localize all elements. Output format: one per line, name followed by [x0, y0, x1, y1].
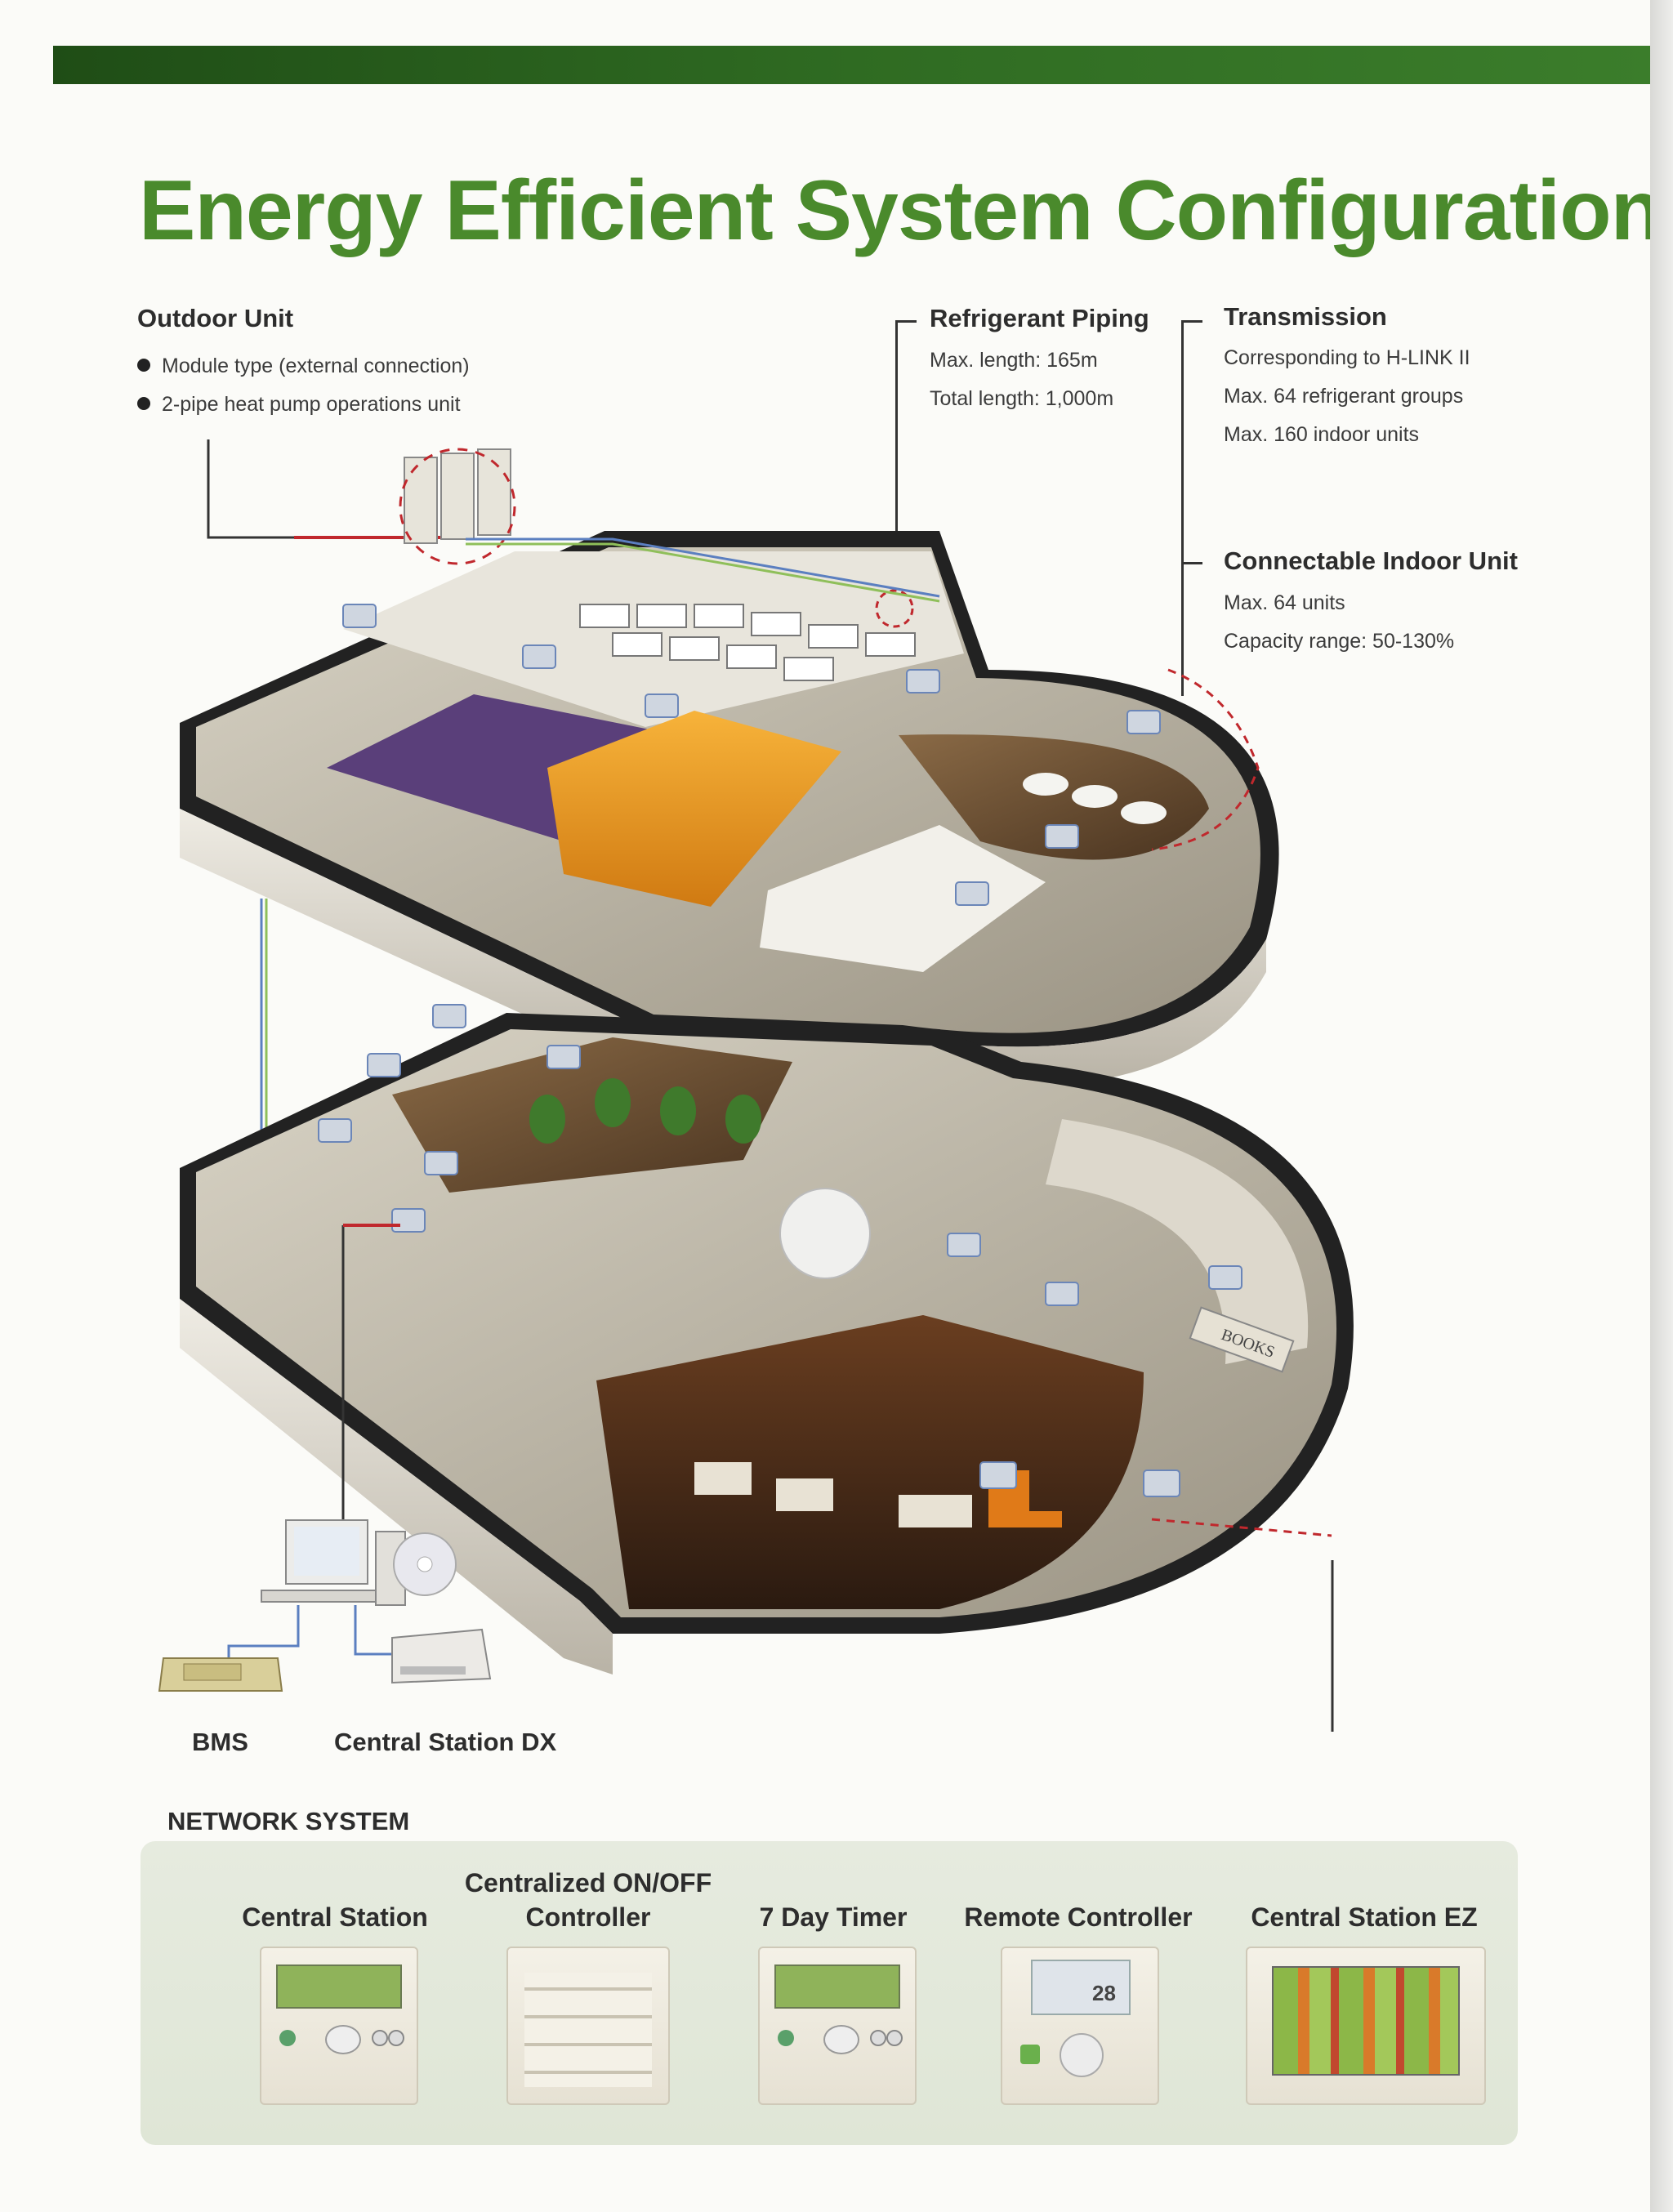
outdoor-unit-bullet-1: Module type (external connection)	[137, 355, 470, 378]
restaurant-floor	[392, 1037, 792, 1193]
retail-shop	[596, 1315, 1144, 1609]
lower-piping-marker	[1151, 1518, 1332, 1537]
shop-displays	[694, 1462, 972, 1527]
indoor-callout-tick	[1181, 562, 1202, 564]
restroom-area	[760, 825, 1046, 972]
indoor-unit-max: Max. 64 units	[1224, 591, 1345, 614]
office-desks	[579, 604, 916, 681]
transmission-line-1: Corresponding to H-LINK II	[1224, 346, 1470, 369]
bms-label: BMS	[192, 1728, 248, 1756]
refrigerant-max-length: Max. length: 165m	[930, 349, 1098, 372]
remote-display-value: 28	[1092, 1981, 1116, 2005]
on-off-controller-icon	[506, 1947, 670, 2105]
bms-devices-illustration	[158, 1519, 492, 1692]
controller-label-on-off: Centralized ON/OFF Controller	[464, 1868, 712, 1932]
lobby-sphere	[779, 1188, 871, 1279]
controller-label-central-station: Central Station	[242, 1902, 428, 1932]
central-station-dx-icon	[391, 1628, 492, 1684]
bullet-icon	[137, 359, 150, 372]
indoor-unit-icons-lower	[318, 1004, 1242, 1497]
indoor-unit-capacity: Capacity range: 50-130%	[1224, 630, 1455, 653]
outdoor-unit-bullet-2: 2-pipe heat pump operations unit	[137, 393, 461, 417]
bullet-icon	[137, 397, 150, 411]
right-page-edge	[1650, 0, 1673, 2212]
cafe-tables	[1023, 773, 1167, 824]
controller-label-7-day-timer: 7 Day Timer	[759, 1902, 908, 1932]
refrigerant-callout-tick	[895, 320, 917, 323]
transmission-callout-tick	[1181, 320, 1202, 323]
auditorium-seating	[547, 711, 841, 907]
refrigerant-total-length: Total length: 1,000m	[930, 387, 1114, 410]
network-system-title: NETWORK SYSTEM	[167, 1807, 410, 1835]
remote-controller-icon: 28	[1001, 1947, 1159, 2105]
computer-icon	[261, 1519, 457, 1606]
transmission-heading: Transmission	[1224, 302, 1387, 331]
escalator-area	[1046, 1119, 1309, 1364]
refrigerant-callout-line	[895, 320, 898, 598]
bms-unit-icon	[158, 1657, 283, 1692]
controller-label-central-station-ez: Central Station EZ	[1251, 1902, 1478, 1932]
lower-floor-front-wall	[180, 1299, 613, 1675]
page-title: Energy Efficient System Configuration	[139, 163, 1662, 258]
7-day-timer-icon	[758, 1947, 917, 2105]
header-bar	[53, 46, 1650, 84]
transmission-line-3: Max. 160 indoor units	[1224, 423, 1420, 446]
outdoor-unit-icon	[399, 448, 516, 565]
indoor-unit-heading: Connectable Indoor Unit	[1224, 546, 1518, 575]
cafe-floor	[899, 734, 1209, 860]
plants	[529, 1078, 761, 1144]
controller-label-remote: Remote Controller	[964, 1902, 1193, 1932]
piping-marker	[875, 589, 914, 628]
indoor-unit-icons-upper	[342, 604, 1161, 906]
transmission-line-2: Max. 64 refrigerant groups	[1224, 385, 1464, 408]
central-station-dx-label: Central Station DX	[334, 1728, 557, 1756]
bms-cable	[227, 1605, 300, 1658]
central-station-controller-icon	[260, 1947, 418, 2105]
building-cutaway-illustration: BOOKS	[180, 439, 1354, 1732]
transmission-callout-line	[1181, 320, 1184, 696]
refrigerant-piping-heading: Refrigerant Piping	[930, 304, 1149, 332]
upper-floor-front-wall	[180, 809, 1266, 1087]
dx-cable	[354, 1605, 400, 1656]
central-station-ez-icon	[1246, 1947, 1486, 2105]
outdoor-unit-heading: Outdoor Unit	[137, 304, 294, 332]
indoor-unit-marker	[1151, 668, 1260, 851]
